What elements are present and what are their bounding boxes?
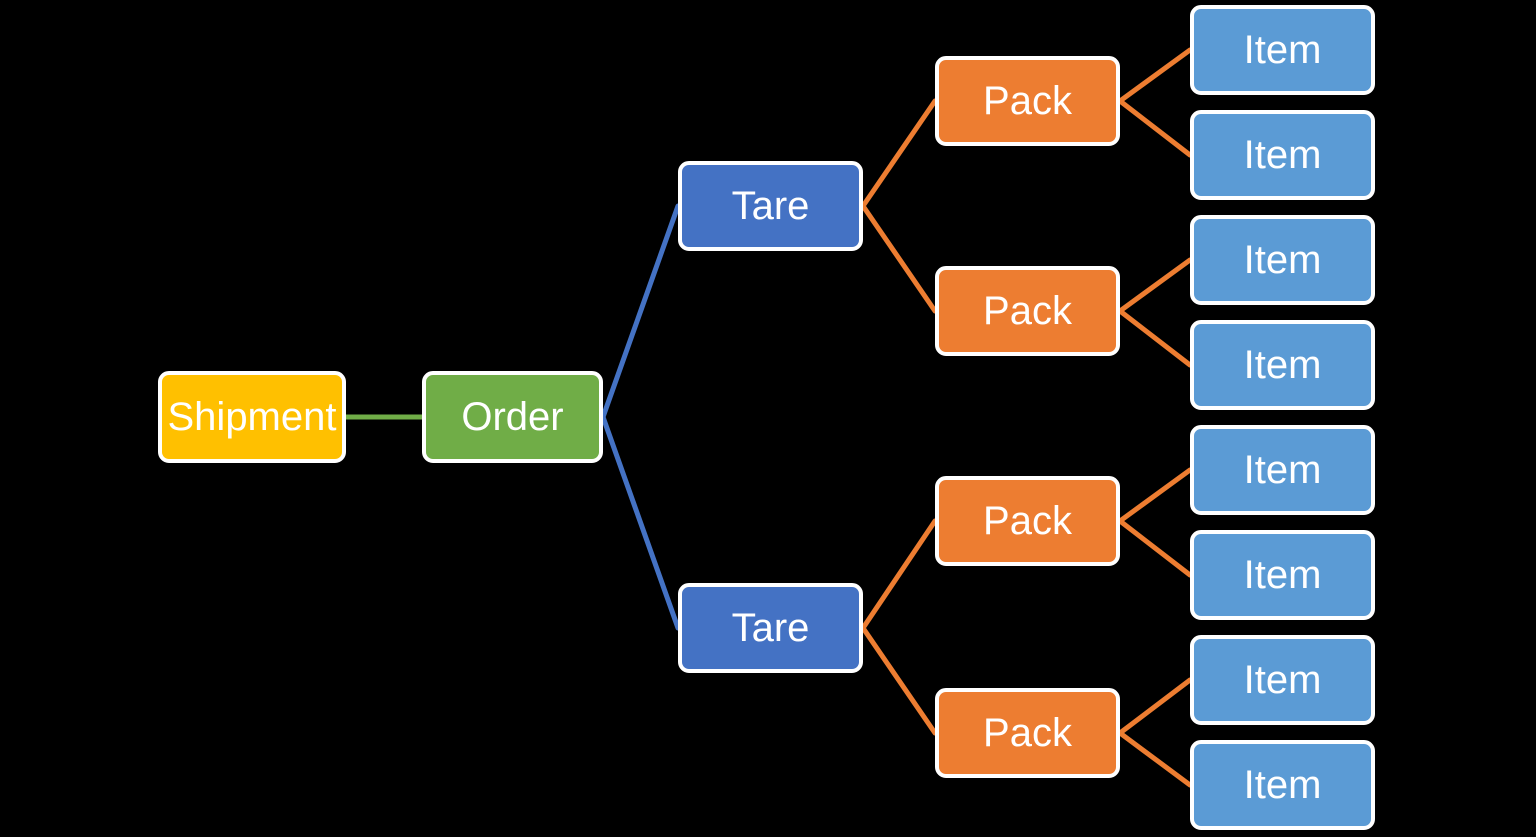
node-item-6: Item	[1190, 530, 1375, 620]
connector-tare-2-pack-4	[860, 625, 938, 736]
connector-tare-1-pack-1	[860, 98, 938, 209]
node-order: Order	[422, 371, 603, 463]
node-tare-2: Tare	[678, 583, 863, 673]
connector-order-tare-1	[600, 203, 681, 420]
node-item-3: Item	[1190, 215, 1375, 305]
connector-tare-1-pack-2	[860, 203, 938, 314]
node-pack-4: Pack	[935, 688, 1120, 778]
connector-order-tare-2	[600, 414, 681, 631]
connector-pack-2-item-3	[1117, 257, 1193, 314]
node-tare-1: Tare	[678, 161, 863, 251]
node-pack-3: Pack	[935, 476, 1120, 566]
connector-tare-2-pack-3	[860, 518, 938, 631]
node-item-8: Item	[1190, 740, 1375, 830]
node-shipment: Shipment	[158, 371, 346, 463]
node-item-1: Item	[1190, 5, 1375, 95]
node-item-2: Item	[1190, 110, 1375, 200]
node-pack-1: Pack	[935, 56, 1120, 146]
connector-pack-1-item-2	[1117, 98, 1193, 158]
node-pack-2: Pack	[935, 266, 1120, 356]
connector-pack-2-item-4	[1117, 308, 1193, 368]
connector-pack-4-item-8	[1117, 730, 1193, 788]
connector-pack-3-item-6	[1117, 518, 1193, 578]
connector-pack-4-item-7	[1117, 677, 1193, 736]
connector-pack-1-item-1	[1117, 47, 1193, 104]
node-item-4: Item	[1190, 320, 1375, 410]
node-item-7: Item	[1190, 635, 1375, 725]
node-item-5: Item	[1190, 425, 1375, 515]
connector-pack-3-item-5	[1117, 467, 1193, 524]
